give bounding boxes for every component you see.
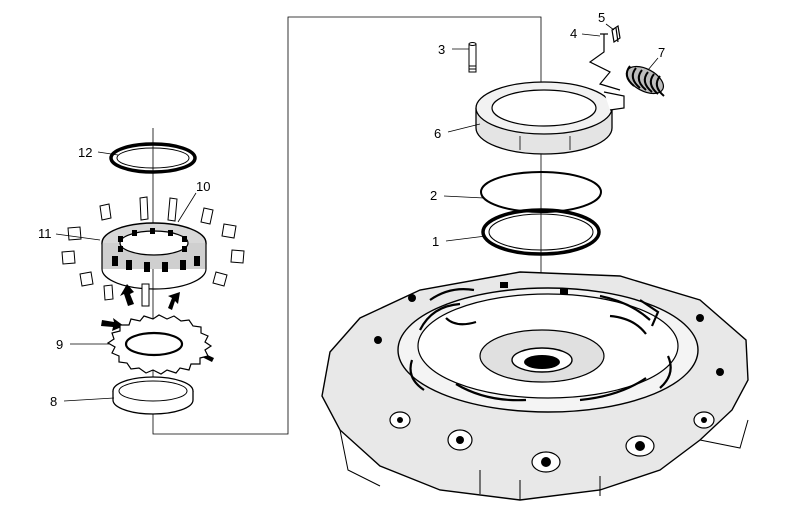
- callout-10: 10: [196, 179, 210, 194]
- callout-6: 6: [434, 126, 441, 141]
- roller-clutch-assembly-10: [101, 222, 207, 290]
- leader-lines: [55, 23, 659, 402]
- snap-ring-12: [109, 142, 197, 174]
- pump-housing: [321, 271, 749, 501]
- toothed-race-9: [106, 314, 213, 375]
- seal-ring-1: [481, 208, 601, 256]
- pin-3: [468, 42, 477, 73]
- callout-11: 11: [38, 226, 52, 241]
- callout-labels: 12 10 11 9 8 3 4 5 7 6 2 1: [38, 10, 665, 409]
- callout-2: 2: [430, 188, 437, 203]
- cam-ring-6: [475, 81, 625, 155]
- callout-4: 4: [570, 26, 577, 41]
- callout-7: 7: [658, 45, 665, 60]
- springs-11: [61, 196, 245, 307]
- coil-spring-7: [625, 65, 665, 97]
- callout-8: 8: [50, 394, 57, 409]
- race-ring-8: [112, 376, 194, 415]
- clip-5: [611, 24, 621, 44]
- spring-4: [588, 33, 621, 91]
- callout-5: 5: [598, 10, 605, 25]
- callout-12: 12: [78, 145, 92, 160]
- callout-9: 9: [56, 337, 63, 352]
- seal-ring-2: [480, 171, 602, 213]
- callout-3: 3: [438, 42, 445, 57]
- callout-1: 1: [432, 234, 439, 249]
